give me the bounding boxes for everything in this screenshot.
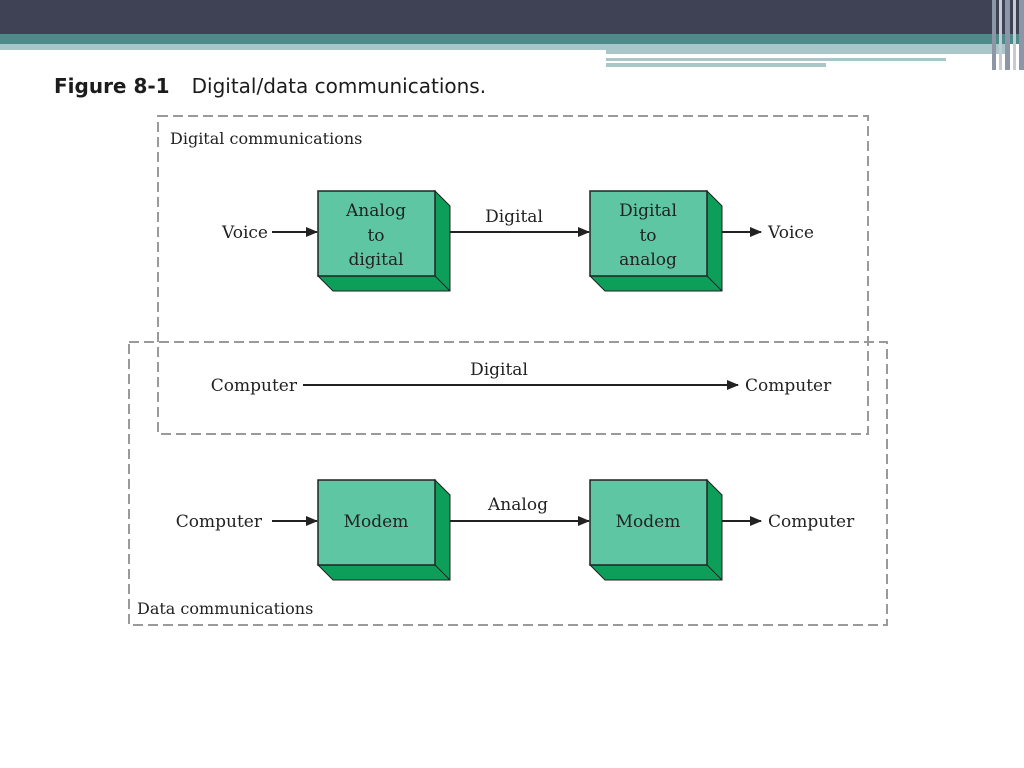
digital-communications-region <box>157 115 869 435</box>
data-communications-region <box>128 341 888 626</box>
page-title: Figure 8-1 Digital/data communications. <box>54 74 486 98</box>
modem-block-2: Modem <box>588 478 723 581</box>
digital-to-analog-line-2: to <box>639 226 656 246</box>
digital-to-analog-block: Digital to analog <box>588 189 723 292</box>
modem-2-label: Modem <box>616 512 681 532</box>
figure-label: Figure 8-1 <box>54 74 170 98</box>
voice-output-label: Voice <box>767 223 814 243</box>
voice-input-label: Voice <box>221 223 268 243</box>
data-communications-label: Data communications <box>137 599 313 618</box>
figure-caption: Digital/data communications. <box>191 74 487 98</box>
computer-output-label: Computer <box>768 512 855 532</box>
computer-input-label: Computer <box>176 512 263 532</box>
analog-to-digital-line-2: to <box>367 226 384 246</box>
modem-block-1: Modem <box>316 478 451 581</box>
slide-header-band <box>0 0 1024 70</box>
digital-to-analog-line-1: Digital <box>619 201 677 221</box>
analog-to-digital-line-3: digital <box>348 250 403 270</box>
analog-link-label: Analog <box>487 495 548 515</box>
computer-digital-link-label: Digital <box>470 360 528 380</box>
digital-to-analog-line-3: analog <box>619 250 677 270</box>
digital-link-label: Digital <box>485 207 543 227</box>
computer-destination-label: Computer <box>745 376 832 396</box>
analog-to-digital-line-1: Analog <box>345 201 406 221</box>
analog-to-digital-block: Analog to digital <box>316 189 451 292</box>
modem-1-label: Modem <box>344 512 409 532</box>
computer-source-label: Computer <box>211 376 298 396</box>
digital-communications-label: Digital communications <box>170 129 362 148</box>
